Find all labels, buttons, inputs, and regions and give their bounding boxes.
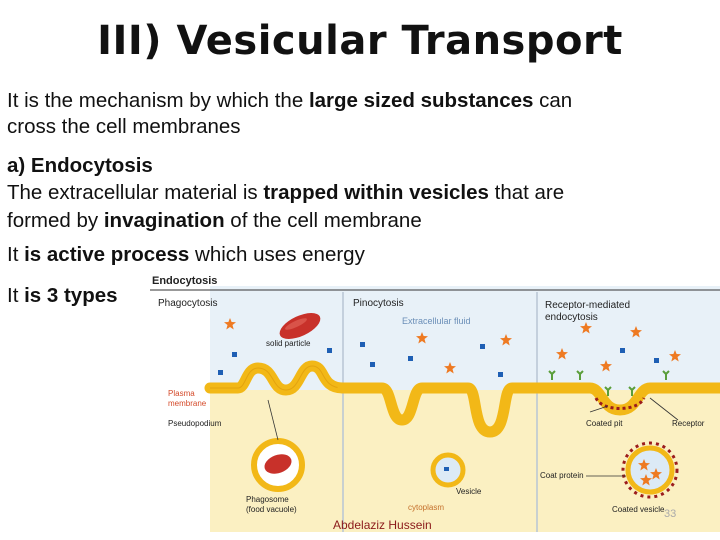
label-receptor: Receptor: [672, 419, 705, 428]
label-rme-2: endocytosis: [545, 312, 598, 323]
label-coated-pit: Coated pit: [586, 419, 623, 428]
intro-line-1: It is the mechanism by which the large s…: [7, 89, 573, 112]
definition-line-1: The extracellular material is trapped wi…: [7, 181, 565, 204]
receptors: [548, 370, 670, 396]
endocytosis-figure: Endocytosis Phagocytosis Pinocytosis Rec…: [150, 270, 720, 532]
coated-vesicle: [625, 445, 675, 495]
label-pinocytosis: Pinocytosis: [353, 298, 404, 309]
label-coat-protein: Coat protein: [540, 471, 584, 480]
energy-line: It is active process which uses energy: [7, 243, 365, 266]
plasma-membrane-pino: [337, 382, 543, 438]
label-solid-particle: solid particle: [266, 339, 311, 348]
label-pseudopodium: Pseudopodium: [168, 419, 222, 428]
label-phagosome-2: (food vacuole): [246, 505, 297, 514]
types-line: It is 3 types: [7, 284, 118, 307]
label-cytoplasm: cytoplasm: [408, 503, 444, 512]
plasma-membrane-rme: [531, 382, 720, 416]
label-phagosome-1: Phagosome: [246, 495, 289, 504]
coated-vesicle-coat: [621, 441, 679, 499]
label-vesicle: Vesicle: [456, 487, 482, 496]
definition-line-2: formed by invagination of the cell membr…: [7, 209, 422, 232]
label-rme-1: Receptor-mediated: [545, 300, 630, 311]
label-extracellular-fluid: Extracellular fluid: [402, 316, 471, 326]
author-footer: Abdelaziz Hussein: [333, 518, 432, 532]
left-label-area: [150, 286, 210, 532]
phagosome-particle: [264, 454, 292, 474]
label-plasma-1: Plasma: [168, 389, 195, 398]
plasma-membrane-phago-outline: [210, 365, 344, 391]
subheading-endocytosis: a) Endocytosis: [7, 154, 153, 177]
solid-particle: [279, 313, 321, 339]
slide-number: 33: [664, 508, 677, 520]
label-coated-vesicle: Coated vesicle: [612, 505, 665, 514]
coated-pit-coat: [594, 397, 646, 410]
label-phagocytosis: Phagocytosis: [158, 298, 217, 309]
slide-title: III) Vesicular Transport: [97, 18, 623, 64]
figure-title: Endocytosis: [152, 275, 217, 287]
extracellular-molecules: [218, 318, 681, 377]
label-plasma-2: membrane: [168, 399, 207, 408]
intro-line-2: cross the cell membranes: [7, 115, 241, 138]
